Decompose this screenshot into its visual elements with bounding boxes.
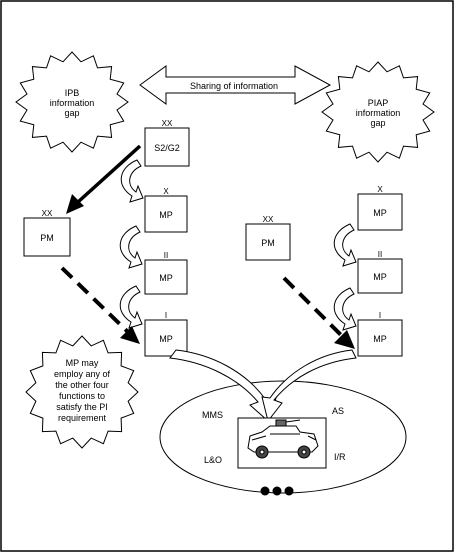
- funnel-arrows: [169, 349, 357, 423]
- function-lo: L&O: [204, 455, 222, 465]
- left-mp-x-echelon: X: [163, 187, 169, 196]
- ipb-gap-line-1: IPB: [65, 88, 80, 98]
- left-mp-i-label: MP: [159, 334, 173, 344]
- mp-note-line-2: employ any of: [54, 369, 111, 379]
- right-pm-echelon: XX: [263, 215, 274, 224]
- right-mp-i-label: MP: [373, 334, 387, 344]
- right-mp-ii-echelon: II: [378, 250, 382, 259]
- piap-gap-line-2: information: [356, 108, 401, 118]
- left-mp-ii-label: MP: [159, 273, 173, 283]
- mp-note-line-6: requirement: [58, 413, 107, 423]
- function-mms: MMS: [202, 410, 223, 420]
- right-mp-ii-label: MP: [373, 272, 387, 282]
- piap-gap-line-3: gap: [370, 118, 385, 128]
- mp-note-line-4: functions to: [59, 391, 105, 401]
- piap-gap-line-1: PIAP: [368, 98, 389, 108]
- right-mp-i-echelon: I: [379, 311, 381, 320]
- right-mp-x-box: X MP: [357, 185, 403, 231]
- s2g2-label: S2/G2: [154, 143, 180, 153]
- right-mp-x-echelon: X: [377, 185, 383, 194]
- more-dots: [260, 486, 294, 496]
- right-pm-box: XX PM: [245, 215, 291, 261]
- mp-note-line-5: satisfy the PI: [56, 402, 108, 412]
- humvee-icon: [247, 419, 319, 459]
- mp-note-line-1: MP may: [66, 358, 99, 368]
- left-dashed-arrow: [60, 266, 140, 344]
- left-pm-label: PM: [40, 233, 54, 243]
- right-mp-ii-box: II MP: [357, 250, 403, 294]
- right-curved-arrows: [333, 223, 357, 331]
- vehicle-picture: [237, 417, 327, 469]
- right-pm-label: PM: [261, 238, 275, 248]
- mp-note-starburst: MP may employ any of the other four func…: [25, 335, 139, 449]
- right-mp-x-label: MP: [373, 208, 387, 218]
- left-mp-ii-echelon: II: [164, 251, 168, 260]
- s2g2-echelon: XX: [162, 119, 173, 128]
- sharing-label: Sharing of information: [190, 81, 278, 91]
- right-mp-i-box: I MP: [357, 311, 403, 357]
- s2g2-to-pm-arrow: [66, 144, 142, 214]
- sharing-double-arrow: Sharing of information: [139, 65, 332, 105]
- right-dashed-arrow: [282, 276, 355, 349]
- left-mp-i-box: I MP: [144, 311, 188, 357]
- left-pm-box: XX PM: [23, 209, 71, 257]
- piap-gap-starburst: PIAP information gap: [321, 61, 435, 163]
- ipb-gap-line-2: information: [50, 98, 95, 108]
- left-mp-x-label: MP: [159, 210, 173, 220]
- function-as: AS: [332, 406, 344, 416]
- left-pm-echelon: XX: [42, 209, 53, 218]
- left-mp-x-box: X MP: [144, 187, 188, 233]
- ipb-gap-starburst: IPB information gap: [15, 51, 129, 153]
- function-ir: I/R: [334, 452, 346, 462]
- s2g2-box: XX S2/G2: [144, 119, 190, 167]
- left-mp-ii-box: II MP: [144, 251, 188, 295]
- left-mp-i-echelon: I: [165, 311, 167, 320]
- ipb-gap-line-3: gap: [64, 108, 79, 118]
- left-curved-arrows: [119, 159, 144, 329]
- mp-note-line-3: the other four: [55, 380, 109, 390]
